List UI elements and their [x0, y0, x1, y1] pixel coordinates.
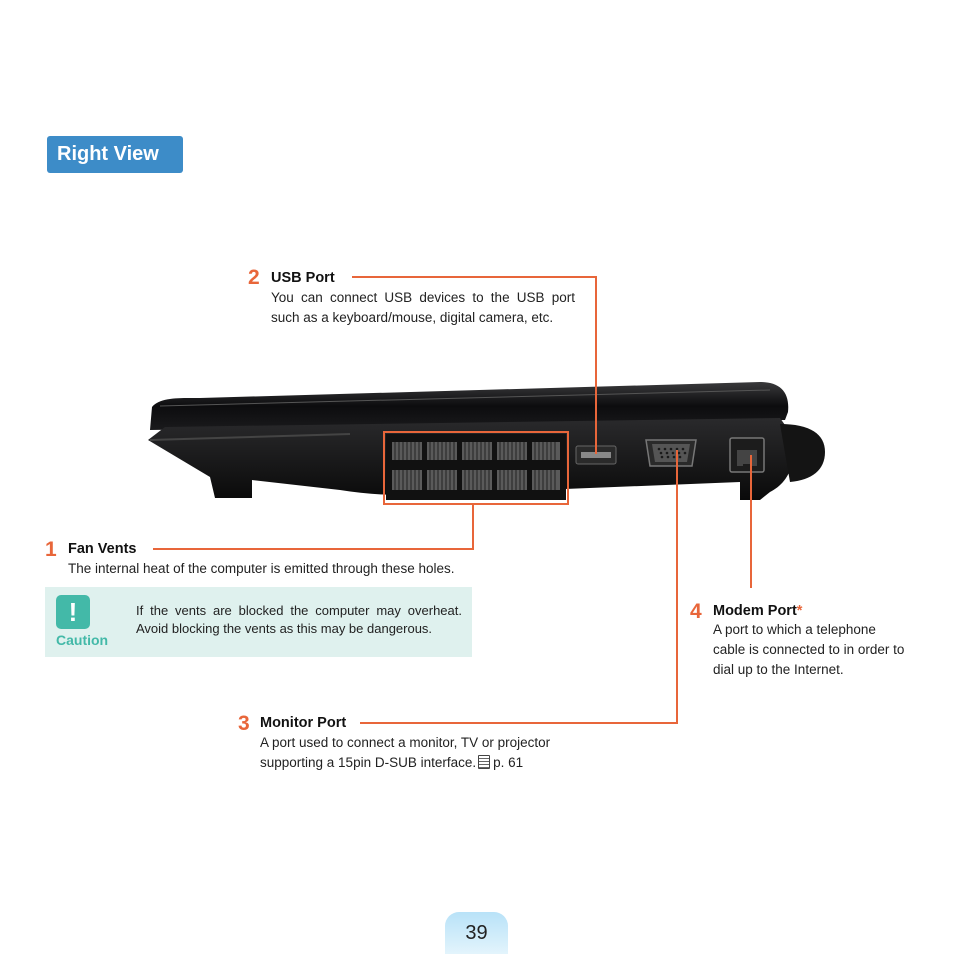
- fan-vent-grille: [386, 434, 566, 500]
- modem-port-title: Modem Port: [713, 603, 797, 619]
- fan-callout-line-v: [472, 505, 474, 549]
- modem-callout-line-v: [750, 455, 752, 588]
- caution-box: [45, 587, 472, 657]
- callout-number-modem: 4: [690, 600, 702, 623]
- monitor-callout-line-v: [676, 450, 678, 724]
- monitor-port-description-line1: A port used to connect a monitor, TV or …: [260, 735, 551, 750]
- caution-icon: !: [56, 595, 90, 629]
- fan-vent-highlight-right: [567, 431, 569, 505]
- fan-vent-highlight-bottom: [385, 503, 569, 505]
- monitor-callout-line-h: [360, 722, 678, 724]
- section-title: Right View: [47, 136, 183, 173]
- modem-port-asterisk: *: [796, 603, 803, 619]
- fan-vents-description: The internal heat of the computer is emi…: [68, 561, 455, 576]
- usb-port-description: You can connect USB devices to the USB p…: [271, 290, 575, 325]
- caution-label: Caution: [56, 632, 109, 648]
- page-number: 39: [445, 912, 508, 954]
- callout-number-fan: 1: [45, 538, 57, 561]
- monitor-port-description: A port used to connect a monitor, TV or …: [260, 733, 600, 773]
- usb-callout-line-h: [352, 276, 597, 278]
- fan-vent-highlight-left: [383, 431, 385, 505]
- monitor-port-description-line2-text: supporting a 15pin D-SUB interface.: [260, 755, 477, 770]
- fan-vent-highlight-top: [385, 431, 569, 433]
- fan-vents-title: Fan Vents: [68, 541, 137, 557]
- monitor-port-title: Monitor Port: [260, 715, 347, 731]
- modem-port-heading: Modem Port*: [713, 603, 802, 619]
- monitor-port-description-line2: supporting a 15pin D-SUB interface. p. 61: [260, 753, 600, 773]
- modem-port: [729, 437, 765, 473]
- page-reference-icon: [478, 755, 491, 769]
- laptop-right-side-image: [148, 382, 825, 500]
- modem-port-description: A port to which a telephone cable is con…: [713, 622, 905, 677]
- fan-callout-line-h: [153, 548, 474, 550]
- monitor-port: [645, 439, 697, 467]
- monitor-page-reference-link[interactable]: p. 61: [493, 755, 524, 770]
- usb-callout-line-v: [595, 276, 597, 454]
- caution-text: If the vents are blocked the computer ma…: [136, 603, 462, 636]
- callout-number-usb: 2: [248, 266, 260, 289]
- callout-number-monitor: 3: [238, 712, 250, 735]
- usb-port-title: USB Port: [271, 270, 335, 286]
